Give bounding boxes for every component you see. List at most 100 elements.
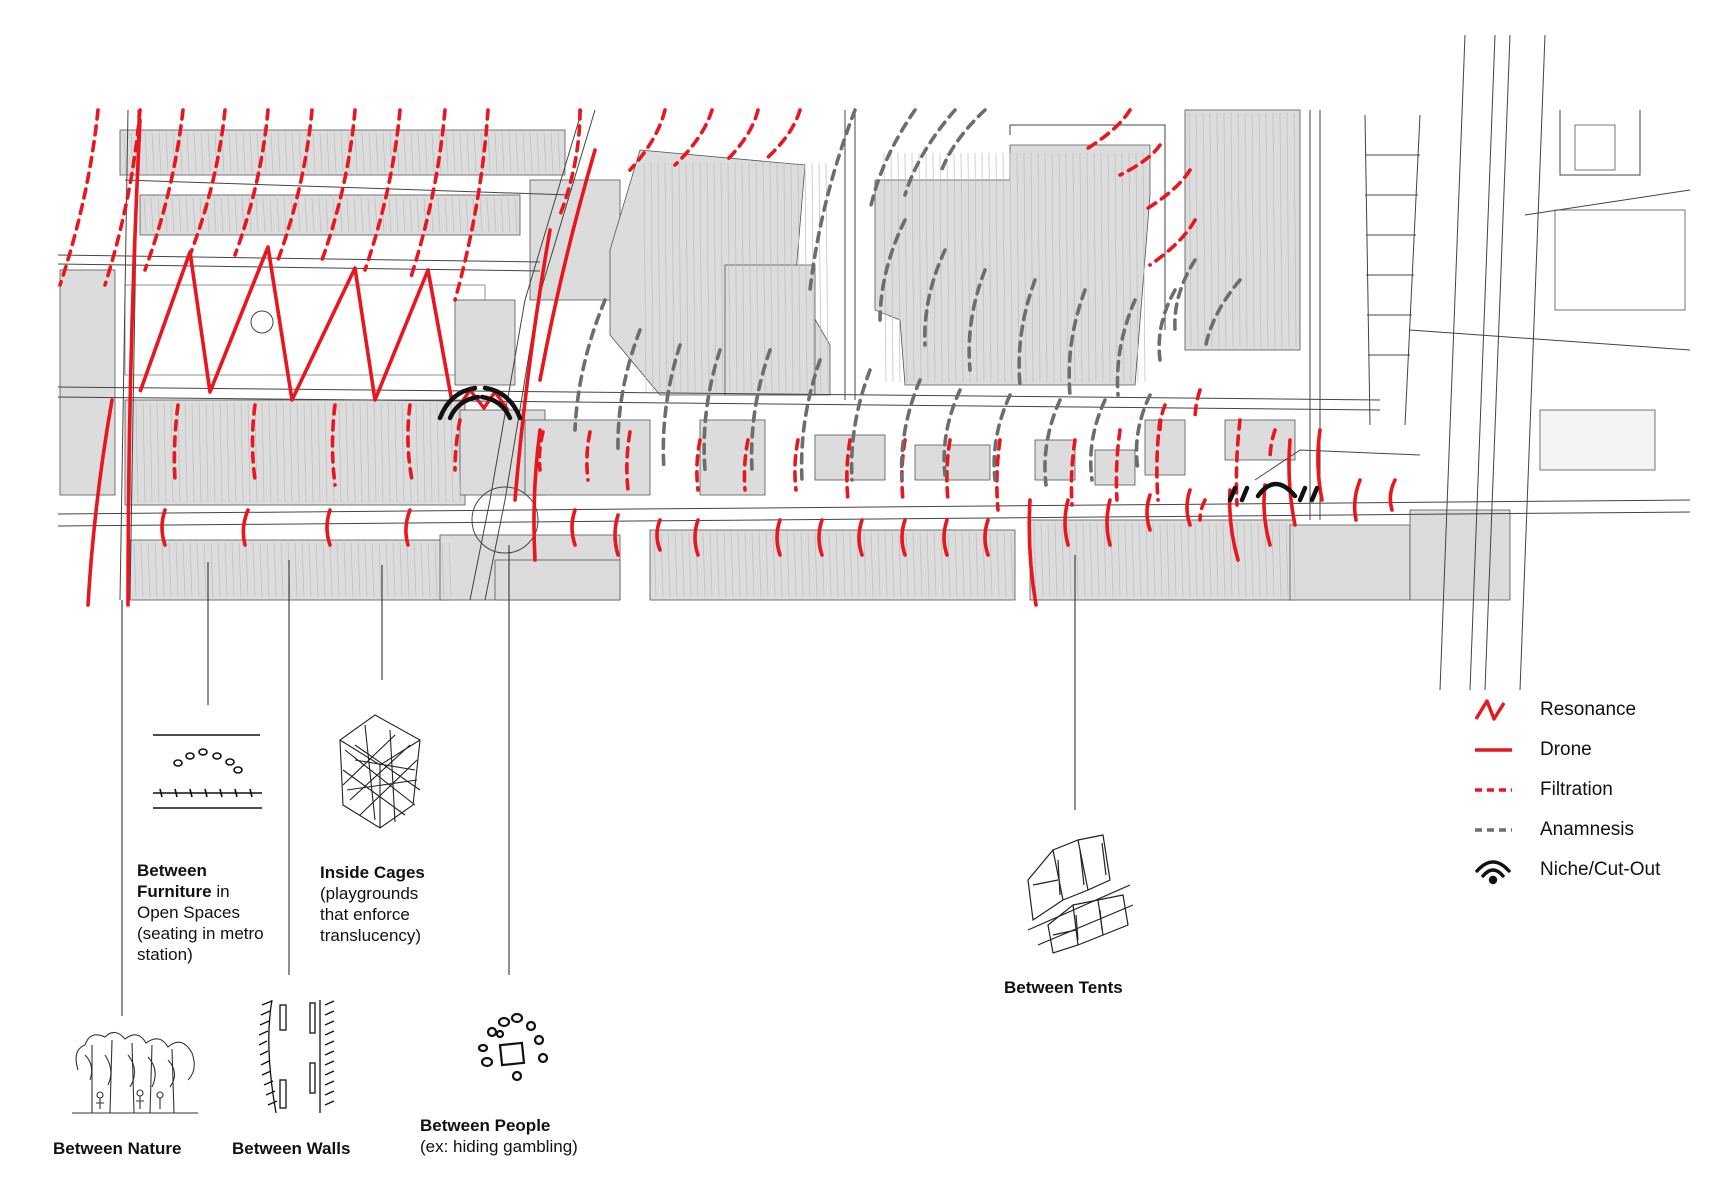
hatch-line (877, 532, 881, 598)
drone-line (570, 508, 577, 547)
caption-between-people: Between People (ex: hiding gambling) (420, 1115, 620, 1157)
hatch-line (988, 152, 992, 383)
hatch-line (678, 162, 682, 393)
trees-sketch-icon (72, 1031, 198, 1114)
hatch-line (219, 402, 223, 503)
hatch-line (410, 132, 414, 173)
hatch-line (317, 402, 321, 503)
drone-line (532, 428, 542, 562)
hatch-line (234, 197, 238, 233)
hatch-line (381, 197, 385, 233)
hatch-line (1131, 522, 1135, 598)
hatch-line (191, 402, 195, 503)
hatch-line (1230, 112, 1234, 348)
anamnesis-arc (1157, 288, 1177, 362)
hatch-line (298, 132, 302, 173)
hatch-line (170, 402, 174, 503)
filtration-arc (763, 108, 802, 162)
hatch-line (699, 162, 703, 393)
hatch-line (1202, 112, 1206, 348)
hatch-line (429, 402, 433, 503)
hatch-line (283, 197, 287, 233)
hatch-line (210, 542, 214, 598)
hatch-line (1086, 152, 1090, 383)
hatch-line (133, 542, 137, 598)
building-blocks (59, 109, 1686, 601)
hatch-line (1279, 112, 1283, 348)
hatch-line (790, 162, 794, 393)
hatch-line (912, 532, 916, 598)
hatch-line (140, 542, 144, 598)
hatch-line (240, 402, 244, 503)
hatch-line (311, 197, 315, 233)
filtration-tick (1268, 428, 1277, 462)
hatch-line (346, 197, 350, 233)
hatch-line (266, 542, 270, 598)
hatch-line (417, 132, 421, 173)
resonance-small (456, 387, 510, 411)
hatch-line (898, 532, 902, 598)
hatch-line (373, 402, 377, 503)
filtration-arc (1083, 108, 1132, 152)
hatch-line (660, 532, 664, 598)
hatch-line (458, 197, 462, 233)
hatch-line (150, 197, 154, 233)
hatch-line (1258, 112, 1262, 348)
hatch-line (252, 542, 256, 598)
hatch-line (1121, 152, 1125, 383)
hatch-line (259, 542, 263, 598)
hatch-line (301, 542, 305, 598)
hatch-line (189, 542, 193, 598)
hatch-line (933, 532, 937, 598)
hatch-line (123, 132, 127, 173)
filtration-tick (1158, 403, 1167, 432)
walls-sketch-icon (258, 999, 335, 1114)
filtration-tick (1069, 438, 1077, 507)
hatch-line (515, 132, 519, 173)
hatch-line (681, 532, 685, 598)
hatch-line (445, 132, 449, 173)
hatch-line (883, 152, 887, 383)
drone-line (693, 518, 700, 557)
hatch-line (835, 532, 839, 598)
hatch-line (1138, 522, 1142, 598)
hatch-line (960, 152, 964, 383)
hatch-line (177, 402, 181, 503)
hatch-line (793, 532, 797, 598)
hatch-line (465, 197, 469, 233)
hatch-line (982, 532, 986, 598)
hatch-line (345, 402, 349, 503)
hatch-line (198, 402, 202, 503)
hatch-line (431, 132, 435, 173)
drone-line (942, 518, 949, 557)
filtration-tick (945, 438, 952, 502)
legend-label: Filtration (1540, 779, 1613, 800)
hatch-line (849, 532, 853, 598)
hatch-line (135, 402, 139, 503)
hatch-line (1223, 112, 1227, 348)
hatch-line (737, 532, 741, 598)
hatch-line (807, 532, 811, 598)
hatch-line (751, 532, 755, 598)
caption-text: station) (137, 945, 193, 964)
caption-text: (playgrounds (320, 884, 419, 903)
hatch-line (779, 532, 783, 598)
anamnesis-arc (1017, 278, 1037, 387)
hatch-line (205, 402, 209, 503)
legend-label: Resonance (1540, 699, 1637, 720)
hatch-line (161, 542, 165, 598)
hatch-line (507, 197, 511, 233)
hatch-line (727, 162, 731, 393)
hatch-line (227, 197, 231, 233)
hatch-line (1068, 522, 1072, 598)
hatch-line (713, 162, 717, 393)
hatch-line (926, 532, 930, 598)
filtration-tick (585, 430, 592, 482)
anamnesis-arc (923, 248, 947, 347)
filtration-tick (250, 403, 257, 482)
legend-item-resonance: Resonance (1472, 695, 1636, 725)
hatch-line (995, 152, 999, 383)
hatch-line (452, 132, 456, 173)
filtration-arc (58, 108, 100, 287)
caption-title: Between Tents (1004, 978, 1123, 997)
